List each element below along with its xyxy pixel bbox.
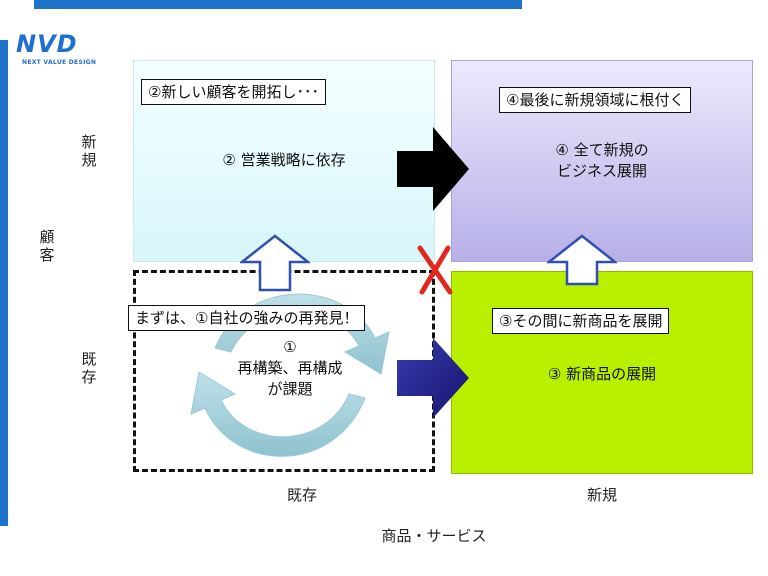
quadrant-4-text-line1: ④ 全て新規の <box>555 141 649 159</box>
y-axis-title: 顧客 <box>39 228 55 264</box>
quadrant-3-text: ③ 新商品の展開 <box>547 365 657 383</box>
company-logo: NVD <box>16 30 78 58</box>
x-axis-title: 商品・サービス <box>381 527 487 545</box>
up-arrow-right-icon <box>547 234 617 286</box>
step-2-label: ②新しい顧客を開拓し･･･ <box>141 79 326 105</box>
y-axis-existing-label: 既存 <box>81 350 97 386</box>
quadrant-4-text-line2: ビジネス展開 <box>556 162 647 180</box>
quadrant-1-text-line2: 再構築、再構成 <box>237 359 343 377</box>
quadrant-existing-customer-new-product <box>451 271 753 474</box>
company-logo-subtitle: NEXT VALUE DESIGN <box>22 59 97 66</box>
x-axis-existing-label: 既存 <box>286 486 317 504</box>
quadrant-1-text: ① 再構築、再構成 が課題 <box>190 337 390 400</box>
quadrant-2-text: ② 営業戦略に依存 <box>222 151 346 169</box>
y-axis-new-label: 新規 <box>81 133 97 169</box>
right-arrow-blue-icon <box>397 338 469 418</box>
step-3-label: ③その間に新商品を展開 <box>492 308 670 334</box>
top-accent-bar <box>34 0 522 9</box>
step-1-label: まずは、①自社の強みの再発見！ <box>128 305 366 331</box>
step-4-label: ④最後に新規領域に根付く <box>499 87 692 113</box>
cross-mark-icon <box>417 245 453 295</box>
quadrant-1-text-line1: ① <box>283 338 297 356</box>
up-arrow-left-icon <box>240 234 310 292</box>
left-accent-bar <box>0 40 8 526</box>
right-arrow-black-icon <box>397 127 469 211</box>
x-axis-new-label: 新規 <box>586 486 617 504</box>
quadrant-1-text-line3: が課題 <box>267 380 313 398</box>
quadrant-4-text: ④ 全て新規の ビジネス展開 <box>451 140 753 182</box>
